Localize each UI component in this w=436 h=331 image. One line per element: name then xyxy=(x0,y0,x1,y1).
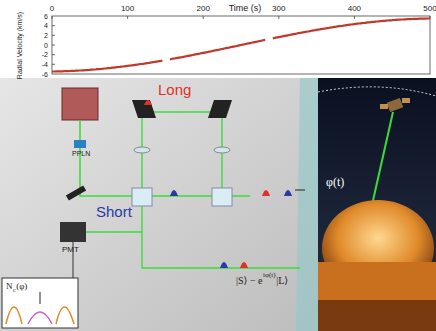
tick-label: 100 xyxy=(121,5,134,13)
building-base xyxy=(318,300,436,331)
velocity-curve xyxy=(52,19,430,72)
axis-title: Radial Velocity (km/s) xyxy=(17,11,24,78)
formula-part: |S⟩ − e xyxy=(236,276,263,286)
night-sky xyxy=(318,78,436,331)
formula-part: (φ) xyxy=(16,282,27,291)
tick-label: -4 xyxy=(42,61,48,68)
formula-part: N xyxy=(6,282,13,291)
pmt-detector xyxy=(60,222,86,242)
lens xyxy=(214,147,230,153)
axis-ticks xyxy=(52,16,430,64)
observatory-building xyxy=(318,262,436,331)
formula-part: c xyxy=(13,287,16,293)
tick-label: 2 xyxy=(44,32,48,39)
axis-title: Time (s) xyxy=(229,4,262,13)
beam-splitter xyxy=(212,188,232,206)
lens xyxy=(134,147,150,153)
phase-label: φ(t) xyxy=(326,176,344,188)
mirror xyxy=(208,100,232,118)
satellite xyxy=(380,98,410,112)
laser-uplink xyxy=(372,112,393,205)
plot-frame xyxy=(52,16,430,74)
long-arm-beam xyxy=(142,112,222,196)
window-pane xyxy=(296,78,318,331)
tick-label: 4 xyxy=(44,22,48,29)
pulse xyxy=(144,100,152,105)
tick-label: 200 xyxy=(197,5,210,13)
inset-plot xyxy=(2,278,78,328)
ppln-crystal xyxy=(74,140,86,148)
tick-label: 400 xyxy=(348,5,361,13)
arm-label: Short xyxy=(96,204,132,219)
tick-label: 500 xyxy=(423,5,436,13)
tick-label: 0 xyxy=(50,5,54,13)
pulse xyxy=(170,190,178,196)
mirror xyxy=(132,100,156,118)
tick-label: 6 xyxy=(44,13,48,20)
laser-source xyxy=(62,88,98,120)
tick-label: -2 xyxy=(42,51,48,58)
beam-splitter xyxy=(132,188,152,206)
component-label: PMT xyxy=(62,246,79,254)
arm-label: Long xyxy=(158,82,191,97)
tick-label: 0 xyxy=(44,42,48,49)
orbit-track xyxy=(318,87,436,96)
formula-part: iφ(t) xyxy=(263,272,276,279)
formula-part: |L⟩ xyxy=(276,276,288,286)
return-beam xyxy=(142,206,300,268)
component-label: PPLN xyxy=(72,150,90,157)
tick-label: 300 xyxy=(272,5,285,13)
lab-background xyxy=(0,78,318,331)
mirror xyxy=(66,185,86,200)
tick-label: -6 xyxy=(42,71,48,78)
